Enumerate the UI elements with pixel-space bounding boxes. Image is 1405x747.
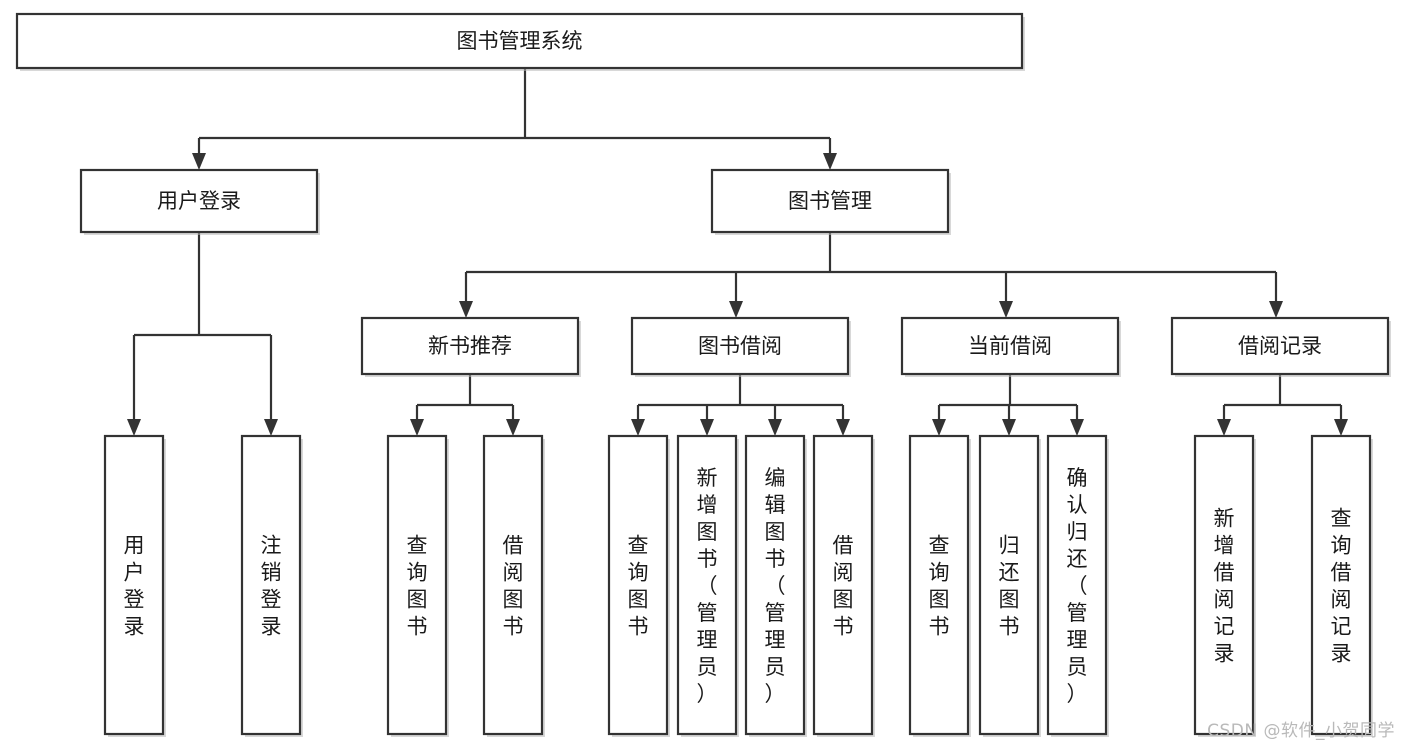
connector-arrowhead — [1002, 419, 1016, 436]
connector-arrowhead — [631, 419, 645, 436]
node-box[interactable] — [360, 316, 580, 376]
node-box[interactable] — [1193, 434, 1255, 736]
connector-arrowhead — [1269, 301, 1283, 318]
node-label: 查询图书 — [407, 534, 428, 639]
node-new-book-recommend[interactable]: 新书推荐 — [360, 316, 581, 377]
node-leaf-return-book[interactable]: 归还图书 — [978, 434, 1041, 737]
connector-arrowhead — [192, 153, 206, 170]
node-box[interactable] — [744, 434, 806, 736]
node-box[interactable] — [908, 434, 970, 736]
node-label: 查询图书 — [628, 534, 649, 639]
connector-arrowhead — [932, 419, 946, 436]
node-leaf-borrow-book-nbr[interactable]: 借阅图书 — [482, 434, 545, 737]
connector-group-conn-cb-bus — [932, 374, 1084, 436]
node-borrow-record[interactable]: 借阅记录 — [1170, 316, 1391, 377]
node-leaf-query-book-cb[interactable]: 查询图书 — [908, 434, 971, 737]
node-leaf-query-record[interactable]: 查询借阅记录 — [1310, 434, 1373, 737]
node-box[interactable] — [79, 168, 319, 234]
node-label: 借阅记录 — [1238, 334, 1322, 358]
node-box[interactable] — [1170, 316, 1390, 376]
connector-arrowhead — [1217, 419, 1231, 436]
connector-group-conn-br-bus — [1217, 374, 1348, 436]
node-book-manage[interactable]: 图书管理 — [710, 168, 951, 235]
node-leaf-borrow-book-bb[interactable]: 借阅图书 — [812, 434, 875, 737]
connector-arrowhead — [700, 419, 714, 436]
connector-arrowhead — [459, 301, 473, 318]
node-box[interactable] — [386, 434, 448, 736]
connector-arrowhead — [999, 301, 1013, 318]
connector-arrowhead — [127, 419, 141, 436]
node-label: 借阅图书 — [833, 534, 854, 639]
node-label: 新书推荐 — [428, 334, 512, 358]
node-box[interactable] — [1046, 434, 1108, 736]
node-leaf-logout[interactable]: 注销登录 — [240, 434, 303, 737]
node-box[interactable] — [240, 434, 302, 736]
connector-arrowhead — [1070, 419, 1084, 436]
node-label: 借阅图书 — [503, 534, 524, 639]
connector-group-conn-root-bus — [192, 68, 837, 170]
connector-arrowhead — [836, 419, 850, 436]
connector-group-conn-userlogin-bus — [127, 232, 278, 436]
node-label: 归还图书 — [999, 534, 1020, 639]
node-box[interactable] — [630, 316, 850, 376]
node-current-borrow[interactable]: 当前借阅 — [900, 316, 1121, 377]
connector-arrowhead — [506, 419, 520, 436]
node-box[interactable] — [482, 434, 544, 736]
node-label: 图书管理 — [788, 189, 872, 213]
node-leaf-add-record[interactable]: 新增借阅记录 — [1193, 434, 1256, 737]
node-box[interactable] — [710, 168, 950, 234]
node-leaf-user-login[interactable]: 用户登录 — [103, 434, 166, 737]
node-leaf-query-book-nbr[interactable]: 查询图书 — [386, 434, 449, 737]
connector-layer — [127, 68, 1348, 436]
node-leaf-edit-book[interactable]: 编辑图书（管理员） — [744, 434, 807, 737]
node-box[interactable] — [978, 434, 1040, 736]
node-label: 用户登录 — [157, 189, 241, 213]
node-label: 图书借阅 — [698, 334, 782, 358]
node-label: 当前借阅 — [968, 334, 1052, 358]
connector-arrowhead — [729, 301, 743, 318]
node-box[interactable] — [676, 434, 738, 736]
node-layer: 图书管理系统用户登录图书管理新书推荐图书借阅当前借阅借阅记录用户登录注销登录查询… — [15, 12, 1391, 737]
node-box[interactable] — [812, 434, 874, 736]
node-box[interactable] — [103, 434, 165, 736]
node-label: 编辑图书（管理员） — [765, 466, 786, 706]
node-root[interactable]: 图书管理系统 — [15, 12, 1025, 71]
node-label: 图书管理系统 — [457, 29, 583, 53]
node-box[interactable] — [900, 316, 1120, 376]
connector-arrowhead — [410, 419, 424, 436]
connector-group-conn-bb-bus — [631, 374, 850, 436]
node-leaf-add-book[interactable]: 新增图书（管理员） — [676, 434, 739, 737]
connector-arrowhead — [264, 419, 278, 436]
node-label: 新增借阅记录 — [1214, 507, 1235, 666]
node-box[interactable] — [15, 12, 1024, 70]
node-book-borrow[interactable]: 图书借阅 — [630, 316, 851, 377]
node-leaf-query-book-bb[interactable]: 查询图书 — [607, 434, 670, 737]
connector-arrowhead — [1334, 419, 1348, 436]
node-user-login[interactable]: 用户登录 — [79, 168, 320, 235]
node-box[interactable] — [607, 434, 669, 736]
node-leaf-confirm-return[interactable]: 确认归还（管理员） — [1046, 434, 1109, 737]
connector-group-conn-bookmanage-bus — [459, 232, 1283, 318]
node-label: 确认归还（管理员） — [1067, 466, 1088, 706]
node-label: 注销登录 — [261, 534, 282, 639]
connector-arrowhead — [768, 419, 782, 436]
watermark-text: CSDN @软件_小贺同学 — [1207, 721, 1395, 741]
node-label: 查询图书 — [929, 534, 950, 639]
connector-arrowhead — [823, 153, 837, 170]
connector-group-conn-nbr-bus — [410, 374, 520, 436]
node-label: 查询借阅记录 — [1331, 507, 1352, 666]
node-box[interactable] — [1310, 434, 1372, 736]
node-label: 新增图书（管理员） — [697, 466, 718, 706]
node-label: 用户登录 — [124, 534, 145, 639]
